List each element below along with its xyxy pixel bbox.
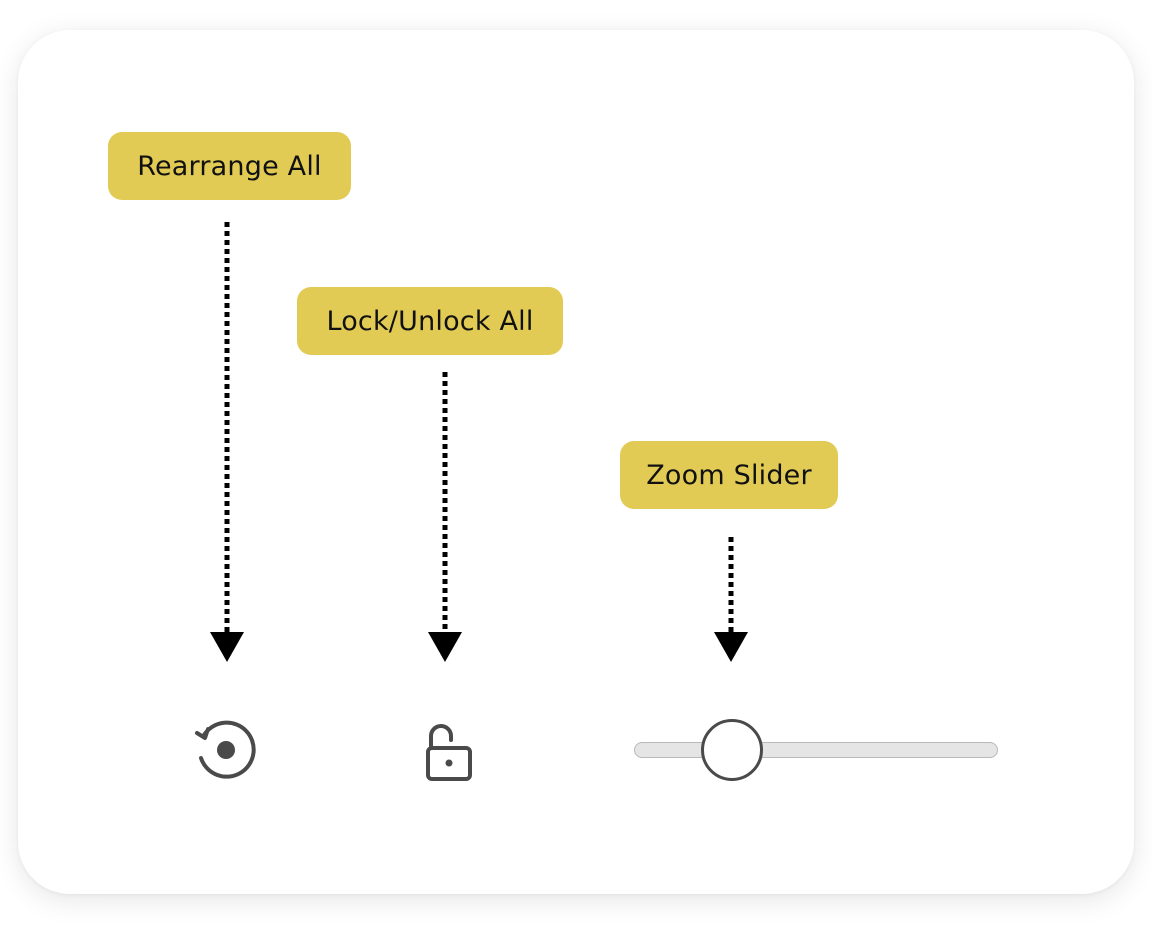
lock-arrow [428, 372, 462, 662]
rotate-reset-icon [195, 720, 256, 779]
zoom-slider-track[interactable] [634, 742, 998, 758]
zoom-arrow [714, 537, 748, 662]
rearrange-all-label: Rearrange All [108, 132, 351, 200]
zoom-slider-thumb[interactable] [701, 719, 764, 781]
rearrange-all-button[interactable] [192, 716, 260, 784]
unlock-icon [426, 724, 472, 781]
lock-unlock-all-button[interactable] [421, 718, 477, 784]
rearrange-arrow [210, 222, 244, 662]
zoom-slider-label: Zoom Slider [620, 441, 838, 509]
lock-unlock-all-label: Lock/Unlock All [297, 287, 563, 355]
